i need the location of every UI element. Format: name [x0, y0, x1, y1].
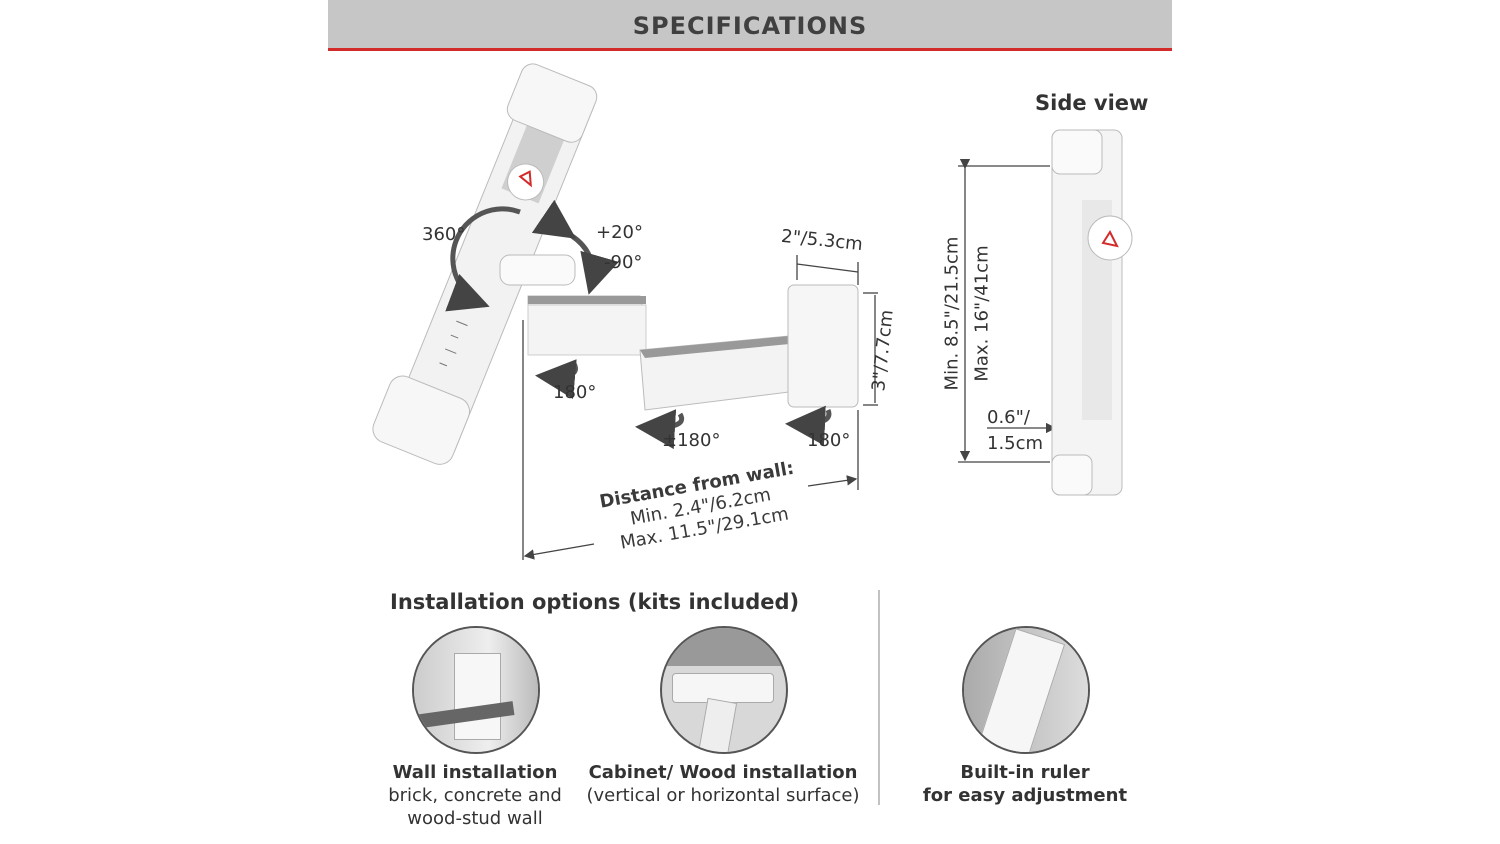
cabinet-installation-image	[660, 626, 788, 754]
side-view-device	[1051, 129, 1133, 496]
tilt-down-label: -90°	[604, 252, 643, 273]
thickness-label-1: 0.6"/	[987, 407, 1030, 428]
rotate-360-arrow	[445, 206, 521, 312]
wall-installation-title: Wall installation	[392, 762, 558, 783]
cabinet-installation-desc: (vertical or horizontal surface)	[586, 785, 860, 806]
swivel-right-label: 180°	[807, 430, 851, 451]
max-height-label: Max. 16"/41cm	[971, 245, 993, 382]
installation-title: Installation options (kits included)	[390, 590, 800, 614]
ruler-image	[962, 626, 1090, 754]
ruler-title-2: for easy adjustment	[922, 785, 1128, 806]
swivel-middle-label: ±180°	[662, 430, 721, 451]
header-title: SPECIFICATIONS	[632, 12, 868, 40]
wall-installation-image	[412, 626, 540, 754]
swivel-left-label: 180°	[553, 382, 597, 403]
swivel-arrow-right	[785, 405, 832, 446]
side-view-title: Side view	[1035, 91, 1149, 115]
cabinet-installation-title: Cabinet/ Wood installation	[588, 762, 858, 783]
ruler-title-1: Built-in ruler	[960, 762, 1090, 783]
specifications-header: SPECIFICATIONS	[328, 0, 1172, 51]
swivel-arrow-middle	[635, 409, 685, 450]
tilt-up-label: +20°	[596, 222, 643, 243]
min-height-label: Min. 8.5"/21.5cm	[941, 236, 963, 391]
thickness-label-2: 1.5cm	[987, 433, 1044, 454]
ruler-caption: Built-in ruler for easy adjustment	[905, 761, 1145, 807]
tilt-arrow	[531, 199, 619, 295]
rotation-360-label: 360°	[422, 224, 466, 245]
swivel-arrow-left	[535, 359, 578, 400]
wall-installation-desc-2: wood-stud wall	[407, 808, 543, 829]
tablet-holder	[372, 63, 598, 465]
cabinet-installation-caption: Cabinet/ Wood installation (vertical or …	[583, 761, 863, 807]
wall-installation-caption: Wall installation brick, concrete and wo…	[375, 761, 575, 830]
wall-installation-desc-1: brick, concrete and	[388, 785, 562, 806]
